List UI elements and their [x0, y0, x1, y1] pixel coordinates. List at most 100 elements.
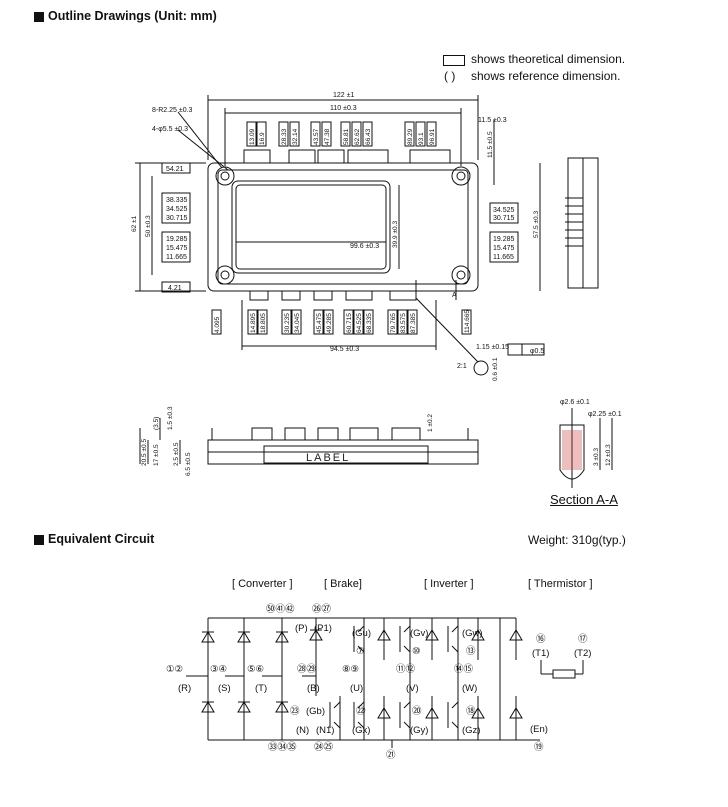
circuit-title: Equivalent Circuit [48, 532, 155, 546]
top-pin-3: 28.33 [281, 128, 288, 145]
input-b-label: (B) [307, 683, 320, 694]
dim-left-bottom: 4.21 [168, 285, 182, 292]
n-label: (N) [296, 725, 309, 736]
mount-hole-icon [215, 265, 235, 285]
top-pin-5: 43.57 [313, 128, 320, 145]
gate-gx-label: (Gx) [352, 725, 370, 736]
dim-right-a: 34.525 [493, 207, 515, 214]
dim-height-50: 50 ±0.3 [145, 215, 152, 237]
side-view-drawing [139, 408, 613, 488]
dim-left-54: 54.21 [166, 166, 184, 173]
dim-overall-width: 122 ±1 [333, 92, 354, 99]
igbt-icon [353, 625, 459, 729]
dim-height-57: 57.5 ±0.3 [533, 211, 540, 238]
side-h7: 1 ±0.2 [427, 414, 434, 432]
gate-gy-label: (Gy) [410, 725, 428, 736]
side-h2: 17 ±0.5 [153, 444, 160, 466]
input-b-pins: ㉘㉙ [297, 664, 317, 675]
thermistor-t2-label: (T2) [574, 648, 591, 659]
label-text: LABEL [306, 452, 350, 464]
p-pins: ㊿㊶㊷ [266, 604, 295, 615]
side-h5: 2.5 ±0.5 [173, 442, 180, 466]
dim-right-top: 11.5 ±0.3 [478, 117, 507, 124]
gate-gz-label: (Gz) [462, 725, 480, 736]
dim-radius: 8-R2.25 ±0.3 [152, 107, 193, 114]
dim-pin-pos: φ0.5 [530, 348, 544, 355]
weight-text: Weight: 310g(typ.) [528, 533, 626, 547]
input-r-pins: ①② [166, 664, 184, 675]
dim-left-b: 34.525 [166, 206, 188, 213]
side-h3: (3.5) [153, 417, 160, 430]
dim-pin-width: 1.15 ±0.15 [476, 344, 509, 351]
bottom-pin-5: 34.045 [294, 313, 301, 333]
top-pin-9: 66.43 [365, 128, 372, 145]
dim-left-a: 38.335 [166, 197, 188, 204]
thermistor-t1-label: (T1) [532, 648, 549, 659]
dim-scale: 2:1 [457, 363, 467, 370]
output-u-pins: ⑧⑨ [342, 664, 360, 675]
top-pin-10: 89.29 [407, 128, 414, 145]
group-thermistor: [ Thermistor ] [528, 578, 593, 590]
brake-gate-label: (Gb) [306, 706, 325, 717]
bottom-pin-row [249, 290, 417, 301]
section-caption: Section A-A [550, 492, 618, 507]
dim-left-d: 19.285 [166, 236, 188, 243]
bottom-pin-12: 83.575 [400, 313, 407, 333]
section-mark-a: A [452, 292, 457, 299]
group-brake: [ Brake] [324, 578, 362, 590]
bottom-pin-14: 114.665 [464, 310, 471, 333]
output-w-label: (W) [462, 683, 477, 694]
dim-left-e: 15.475 [166, 245, 188, 252]
section-d4: 12 ±0.3 [605, 444, 612, 466]
bottom-pin-9: 64.525 [356, 313, 363, 333]
output-v-label: (V) [406, 683, 419, 694]
gate-gz-pin: ⑱ [466, 706, 476, 717]
dim-right-c: 19.285 [493, 236, 515, 243]
dim-center-height: 39.9 ±0.3 [392, 221, 399, 248]
gate-gv-pin: ⑩ [412, 646, 421, 657]
top-pin-11: 93.1 [418, 132, 425, 145]
top-pin-4: 32.14 [292, 128, 299, 145]
dim-bottom-width: 94.5 ±0.3 [330, 346, 359, 353]
thermistor-t2-pin: ⑰ [578, 634, 588, 645]
mount-hole-icon [451, 166, 471, 186]
pin-detail-icon [473, 360, 489, 376]
n-pins: ㉝㉞㉟ [268, 742, 297, 753]
dim-right-b: 30.715 [493, 215, 515, 222]
legend-box-icon [443, 55, 465, 66]
gate-gx-pin: ㉒ [356, 706, 366, 717]
legend-paren-icon: ( ) [444, 69, 456, 83]
input-s-pins: ③④ [210, 664, 228, 675]
bottom-pin-11: 79.765 [390, 313, 397, 333]
bottom-pin-4: 30.235 [284, 313, 291, 333]
diode-icon [201, 631, 289, 713]
bottom-pin-8: 60.715 [346, 313, 353, 333]
group-converter: [ Converter ] [232, 578, 293, 590]
section-d3: 3 ±0.3 [593, 448, 600, 466]
pin-21: ㉑ [386, 750, 396, 761]
bottom-pin-3: 18.805 [260, 313, 267, 333]
dim-pin-thick: 0.6 ±0.1 [492, 357, 499, 381]
input-s-label: (S) [218, 683, 231, 694]
bottom-pin-7: 49.285 [326, 313, 333, 333]
section-shape [559, 424, 585, 480]
dim-right-d: 15.475 [493, 245, 515, 252]
top-pin-7: 58.81 [343, 128, 350, 145]
legend-theoretical: shows theoretical dimension. [471, 52, 626, 66]
input-t-pins: ⑤⑥ [247, 664, 265, 675]
input-r-label: (R) [178, 683, 191, 694]
gate-gv-label: (Gv) [410, 628, 428, 639]
top-pin-8: 62.62 [354, 128, 361, 145]
side-h1: 20.5 ±0.5 [141, 439, 148, 466]
side-h4: 1.5 ±0.3 [167, 406, 174, 430]
legend-reference: shows reference dimension. [471, 69, 621, 83]
n1-pins: ㉔㉕ [314, 742, 334, 753]
dim-left-c: 30.715 [166, 215, 188, 222]
thermistor-t1-pin: ⑯ [536, 634, 546, 645]
bottom-pin-10: 68.335 [366, 313, 373, 333]
section-d2: φ2.25 ±0.1 [588, 411, 622, 418]
dim-hole: 4-φ5.5 ±0.3 [152, 126, 188, 133]
top-pin-1: 13.09 [249, 128, 256, 145]
bottom-pin-13: 87.385 [410, 313, 417, 333]
